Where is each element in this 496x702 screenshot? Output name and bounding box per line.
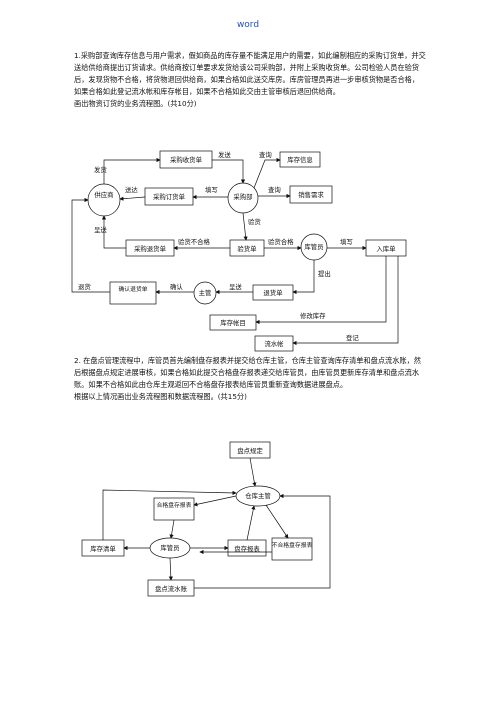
question-2-instruction: 根据以上情况画出业务流程图和数据流程图。(共15分) xyxy=(74,392,247,402)
svg-text:填写: 填写 xyxy=(205,185,218,194)
inventory-list-doc: 库存清单 xyxy=(81,539,125,557)
svg-text:库存清单: 库存清单 xyxy=(90,544,116,553)
svg-text:库存帐目: 库存帐目 xyxy=(220,318,246,327)
question-1-text: 1.采购部查询库存信息与用户需求，假如商品的库存量不能满足用户的需要，如此编制相… xyxy=(74,50,426,110)
svg-text:退货单: 退货单 xyxy=(263,288,283,297)
svg-text:验货不合格: 验货不合格 xyxy=(178,237,211,246)
svg-text:采购收货单: 采购收货单 xyxy=(170,155,203,164)
purchase-return-doc: 采购退货单 xyxy=(125,239,175,257)
diagram1-connectors: 发货 发送 查询 查询 填写 送达 验货 验货不合格 呈送 xyxy=(71,150,399,346)
question-2-body: 2. 在盘点管理流程中，库管员首先编制盘存报表并提交给仓库主管，仓库主管查询库存… xyxy=(74,356,421,390)
svg-text:验货合格: 验货合格 xyxy=(268,237,294,246)
svg-text:采购退货单: 采购退货单 xyxy=(134,244,167,253)
return-note-doc: 退货单 xyxy=(252,284,294,301)
svg-text:采购部: 采购部 xyxy=(233,192,253,201)
keeper2-node: 库管员 xyxy=(149,537,191,559)
inventory-account-doc: 库存帐目 xyxy=(209,314,257,331)
svg-text:销售需求: 销售需求 xyxy=(298,190,324,199)
svg-text:发货: 发货 xyxy=(94,165,107,174)
stocktake-journal-doc: 盘点流水账 xyxy=(147,579,195,597)
svg-text:主管: 主管 xyxy=(199,288,212,297)
qualified-report-doc: 合格盘存报表 xyxy=(153,497,195,521)
svg-text:盘点规定: 盘点规定 xyxy=(237,446,263,455)
manager-node: 主管 xyxy=(193,281,217,305)
keeper-node: 库管员 xyxy=(300,233,328,261)
stocktake-flow-diagram: 盘点规定 仓库主管 合格盘存报表 库存清单 库管员 盘存报表 不合格盘存报表 xyxy=(81,441,331,597)
svg-text:合格盘存报表: 合格盘存报表 xyxy=(157,501,192,509)
svg-text:库存信息: 库存信息 xyxy=(287,155,313,164)
sales-demand-doc: 销售需求 xyxy=(289,185,333,204)
journal-doc: 流水帐 xyxy=(254,335,294,352)
svg-text:提出: 提出 xyxy=(318,269,331,278)
purchase-receipt-doc: 采购收货单 xyxy=(159,150,213,169)
svg-text:确认退货单: 确认退货单 xyxy=(119,285,148,293)
svg-text:入库单: 入库单 xyxy=(376,244,396,253)
svg-text:不合格盘存报表: 不合格盘存报表 xyxy=(272,541,313,549)
wh-manager-node: 仓库主管 xyxy=(235,485,281,507)
svg-text:呈送: 呈送 xyxy=(229,282,242,291)
question-1-body: 1.采购部查询库存信息与用户需求，假如商品的库存量不能满足用户的需要，如此编制相… xyxy=(74,51,426,97)
warehouse-in-doc: 入库单 xyxy=(365,239,407,257)
inspection-doc: 验货单 xyxy=(229,239,265,257)
unqualified-report-doc: 不合格盘存报表 xyxy=(271,537,313,561)
svg-text:仓库主管: 仓库主管 xyxy=(245,491,271,500)
page-header[interactable]: word xyxy=(236,20,260,30)
svg-text:流水帐: 流水帐 xyxy=(264,339,284,348)
svg-text:查询: 查询 xyxy=(268,185,281,194)
svg-text:登记: 登记 xyxy=(346,333,359,342)
svg-text:发送: 发送 xyxy=(218,150,231,159)
question-2-text: 2. 在盘点管理流程中，库管员首先编制盘存报表并提交给仓库主管，仓库主管查询库存… xyxy=(74,355,426,403)
svg-text:盘点流水账: 盘点流水账 xyxy=(155,584,188,593)
business-flow-diagram: 供应商 采购部 库管员 主管 采购收货单 库存信息 采购订货单 销 xyxy=(71,150,407,352)
svg-text:查询: 查询 xyxy=(259,150,272,159)
question-1-instruction: 画出物资订货的业务流程图。(共10分) xyxy=(74,99,197,109)
svg-text:验货: 验货 xyxy=(248,217,261,226)
svg-text:库管员: 库管员 xyxy=(160,543,179,552)
purchase-dept-node: 采购部 xyxy=(227,182,259,214)
rules-doc: 盘点规定 xyxy=(229,441,271,459)
svg-text:送达: 送达 xyxy=(125,185,138,194)
supplier-node: 供应商 xyxy=(87,183,121,217)
svg-text:修改库存: 修改库存 xyxy=(300,311,326,320)
svg-text:填写: 填写 xyxy=(340,237,353,246)
inv-report-doc: 盘存报表 xyxy=(227,539,267,557)
svg-text:呈送: 呈送 xyxy=(94,225,107,234)
return-confirm-doc: 确认退货单 xyxy=(109,281,157,305)
svg-text:盘存报表: 盘存报表 xyxy=(234,544,260,553)
svg-text:退货: 退货 xyxy=(78,282,91,291)
svg-text:库管员: 库管员 xyxy=(304,242,323,251)
purchase-order-doc: 采购订货单 xyxy=(144,187,194,206)
svg-text:确认: 确认 xyxy=(170,282,183,291)
inventory-info-doc: 库存信息 xyxy=(279,151,321,168)
svg-text:验货单: 验货单 xyxy=(237,244,257,253)
svg-text:采购订货单: 采购订货单 xyxy=(153,192,186,201)
svg-text:供应商: 供应商 xyxy=(94,190,113,199)
diagram2-connectors xyxy=(102,457,331,589)
